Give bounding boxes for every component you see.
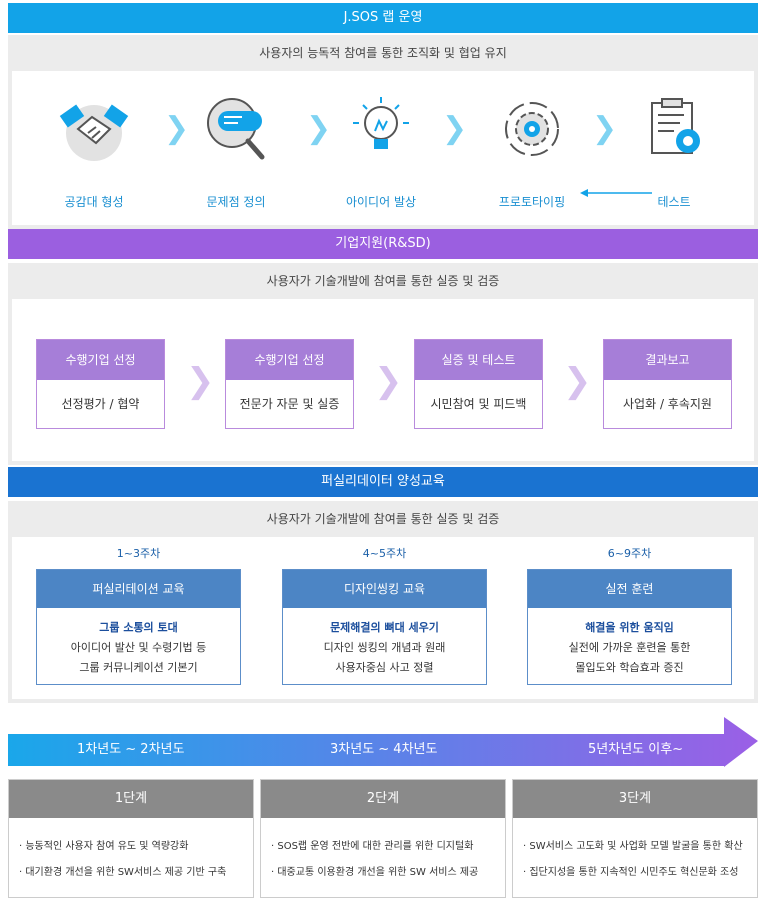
chevron-right-icon: ❯ xyxy=(374,361,403,401)
lightbulb-icon xyxy=(345,93,417,165)
course-emphasis: 해결을 위한 움직임 xyxy=(585,621,674,634)
section2-title: 기업지원(R&SD) xyxy=(335,236,431,251)
course-card: 퍼실리테이션 교육 그룹 소통의 토대 아이디어 발산 및 수령기법 등 그룹 … xyxy=(36,569,241,685)
process-card-body: 시민참여 및 피드백 xyxy=(430,397,527,411)
course-emphasis: 그룹 소통의 토대 xyxy=(99,621,178,634)
section2-title-band: 기업지원(R&SD) xyxy=(8,229,758,259)
course-desc-line: 실전에 가까운 훈련을 통한 xyxy=(568,641,691,654)
section2-subtitle-text: 사용자가 기술개발에 참여를 통한 실증 및 검증 xyxy=(266,274,500,288)
course-desc-line: 그룹 커뮤니케이션 기본기 xyxy=(79,661,198,674)
course-card: 실전 훈련 해결을 위한 움직임 실전에 가까운 훈련을 통한 몰입도와 학습효… xyxy=(527,569,732,685)
section1-subtitle: 사용자의 능독적 참여를 통한 조직화 및 협업 유지 xyxy=(8,35,758,71)
phase-card: 2단계 · SOS랩 운영 전반에 대한 관리를 위한 디지털화 · 대중교통 … xyxy=(260,779,506,898)
process-card: 수행기업 선정 전문가 자문 및 실증 xyxy=(225,339,354,429)
section3-title-band: 퍼실리데이터 양성교육 xyxy=(8,467,758,497)
course-weeks: 4~5주차 xyxy=(362,547,407,560)
phase-item: · SW서비스 고도화 및 사업화 모델 발굴을 통한 확산 xyxy=(523,841,743,852)
section3-subtitle-text: 사용자가 기술개발에 참여를 통한 실증 및 검증 xyxy=(266,512,500,526)
section1-panel: 공감대 형성 ❯ 문제점 정의 ❯ xyxy=(8,71,758,229)
course-card: 디자인씽킹 교육 문제해결의 뼈대 세우기 디자인 씽킹의 개념과 원래 사용자… xyxy=(282,569,487,685)
process-card-title: 결과보고 xyxy=(604,340,731,380)
section1-title-band: J.SOS 랩 운영 xyxy=(8,3,758,33)
course-weeks: 6~9주차 xyxy=(607,547,652,560)
step-ideation: 아이디어 발상 xyxy=(326,93,436,210)
course-desc-line: 사용자중심 사고 정렬 xyxy=(335,661,434,674)
step-empathy: 공감대 형성 xyxy=(39,93,149,210)
course-card-title: 디자인씽킹 교육 xyxy=(283,570,486,608)
process-card-title: 수행기업 선정 xyxy=(226,340,353,380)
chevron-right-icon: ❯ xyxy=(442,111,468,146)
phase-card: 3단계 · SW서비스 고도화 및 사업화 모델 발굴을 통한 확산 · 집단지… xyxy=(512,779,758,898)
course-desc-line: 디자인 씽킹의 개념과 원래 xyxy=(323,641,446,654)
timeline-period: 3차년도 ~ 4차년도 xyxy=(330,742,438,757)
phase-title: 1단계 xyxy=(9,780,253,818)
course-desc-line: 몰입도와 학습효과 증진 xyxy=(575,661,684,674)
section3-subtitle: 사용자가 기술개발에 참여를 통한 실증 및 검증 xyxy=(8,501,758,537)
step-label: 테스트 xyxy=(657,195,691,209)
chevron-right-icon: ❯ xyxy=(563,361,592,401)
section1-title: J.SOS 랩 운영 xyxy=(343,10,423,25)
chevron-right-icon: ❯ xyxy=(164,111,190,146)
step-problem-definition: 문제점 정의 xyxy=(181,93,291,210)
step-prototyping: 프로토타이핑 xyxy=(477,93,587,210)
step-label: 문제점 정의 xyxy=(206,195,266,209)
process-card-body: 사업화 / 후속지원 xyxy=(623,397,712,411)
arrow-left-icon xyxy=(580,189,652,197)
section2-subtitle: 사용자가 기술개발에 참여를 통한 실증 및 검증 xyxy=(8,263,758,299)
process-card-body: 선정평가 / 협약 xyxy=(61,397,140,411)
handshake-icon xyxy=(58,93,130,165)
process-card-title: 실증 및 테스트 xyxy=(415,340,542,380)
timeline-period: 1차년도 ~ 2차년도 xyxy=(77,742,185,757)
timeline-arrow-shape xyxy=(8,717,758,767)
timeline-period: 5년차년도 이후~ xyxy=(588,742,684,757)
step-label: 공감대 형성 xyxy=(64,195,124,209)
step-label: 프로토타이핑 xyxy=(498,195,566,209)
process-card-title: 수행기업 선정 xyxy=(37,340,164,380)
clipboard-gear-icon xyxy=(638,93,710,165)
magnifier-icon xyxy=(200,93,272,165)
process-card-body: 전문가 자문 및 실증 xyxy=(239,397,340,411)
timeline-arrow: 1차년도 ~ 2차년도 3차년도 ~ 4차년도 5년차년도 이후~ xyxy=(8,717,758,767)
phase-item: · 집단지성을 통한 지속적인 시민주도 혁신문화 조성 xyxy=(523,867,739,878)
phase-item: · 대기환경 개선을 위한 SW서비스 제공 기반 구축 xyxy=(19,867,227,878)
course-card-title: 퍼실리테이션 교육 xyxy=(37,570,240,608)
process-card: 결과보고 사업화 / 후속지원 xyxy=(603,339,732,429)
chevron-right-icon: ❯ xyxy=(592,111,618,146)
phase-item: · 능동적인 사용자 참여 유도 및 역량강화 xyxy=(19,841,189,852)
section3-title: 퍼실리데이터 양성교육 xyxy=(321,474,445,489)
process-card: 실증 및 테스트 시민참여 및 피드백 xyxy=(414,339,543,429)
phase-card: 1단계 · 능동적인 사용자 참여 유도 및 역량강화 · 대기환경 개선을 위… xyxy=(8,779,254,898)
process-card: 수행기업 선정 선정평가 / 협약 xyxy=(36,339,165,429)
section1-subtitle-text: 사용자의 능독적 참여를 통한 조직화 및 협업 유지 xyxy=(259,46,507,60)
step-label: 아이디어 발상 xyxy=(345,195,417,209)
section3-panel: 1~3주차 퍼실리테이션 교육 그룹 소통의 토대 아이디어 발산 및 수령기법… xyxy=(8,537,758,703)
phase-title: 3단계 xyxy=(513,780,757,818)
phase-item: · 대중교통 이용환경 개선을 위한 SW 서비스 제공 xyxy=(271,867,479,878)
phase-title: 2단계 xyxy=(261,780,505,818)
section2-panel: 수행기업 선정 선정평가 / 협약 ❯ 수행기업 선정 전문가 자문 및 실증 … xyxy=(8,299,758,465)
course-card-title: 실전 훈련 xyxy=(528,570,731,608)
chevron-right-icon: ❯ xyxy=(306,111,332,146)
gear-cycle-icon xyxy=(496,93,568,165)
step-test: 테스트 xyxy=(619,93,729,210)
phase-item: · SOS랩 운영 전반에 대한 관리를 위한 디지털화 xyxy=(271,841,474,852)
course-weeks: 1~3주차 xyxy=(116,547,161,560)
course-desc-line: 아이디어 발산 및 수령기법 등 xyxy=(70,641,207,654)
course-emphasis: 문제해결의 뼈대 세우기 xyxy=(330,621,439,634)
chevron-right-icon: ❯ xyxy=(186,361,215,401)
